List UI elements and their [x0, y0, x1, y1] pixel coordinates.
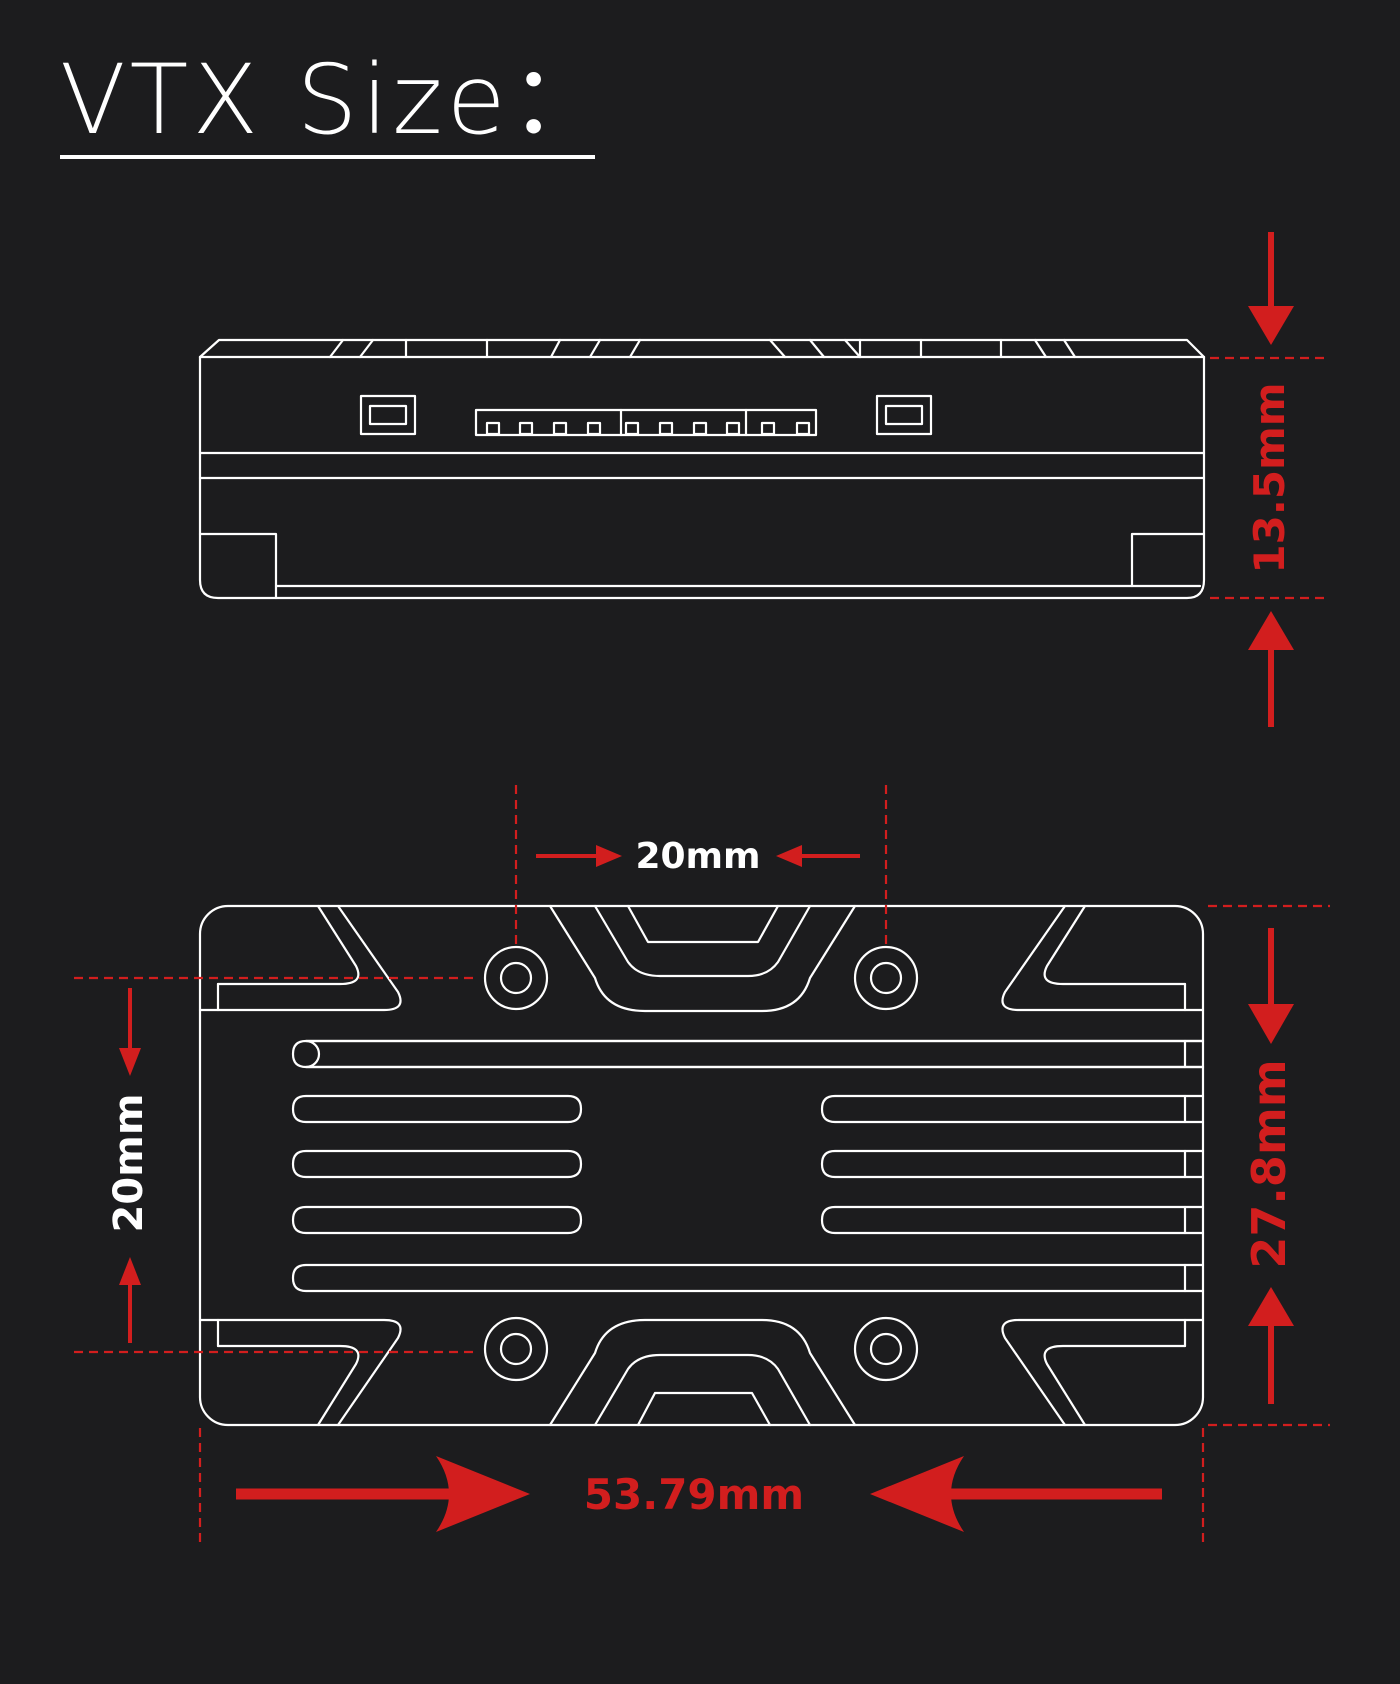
hole-spacing-horizontal-label: 20mm	[635, 836, 760, 877]
bottom-view	[198, 904, 1205, 1427]
height-dimension: 13.5mm	[1210, 232, 1330, 727]
mounting-hole-bottom-left	[483, 1316, 549, 1382]
width-dimension: 27.8mm	[1208, 904, 1330, 1427]
cooling-slots	[291, 1039, 1205, 1293]
side-view-top-ridges	[328, 338, 1077, 359]
side-view	[198, 338, 1206, 600]
height-label: 13.5mm	[1245, 382, 1294, 573]
connector-port-icon	[474, 408, 818, 437]
mounting-hole-top-right	[853, 945, 919, 1011]
length-label: 53.79mm	[584, 1470, 804, 1519]
bottom-view-outline	[198, 904, 1205, 1427]
hole-spacing-vertical-dimension: 20mm	[74, 976, 478, 1354]
hole-spacing-vertical-label: 20mm	[106, 1093, 152, 1232]
page-title: VTX Size：	[60, 44, 610, 156]
width-label: 27.8mm	[1242, 1059, 1296, 1268]
mounting-hole-top-left	[483, 945, 549, 1011]
hole-spacing-horizontal-dimension: 20mm	[514, 785, 888, 947]
left-button-icon	[359, 394, 417, 436]
mounting-hole-bottom-right	[853, 1316, 919, 1382]
side-view-right-foot	[1130, 532, 1206, 588]
title-underline	[60, 155, 595, 159]
length-dimension: 53.79mm	[198, 1428, 1205, 1548]
right-button-icon	[875, 394, 933, 436]
side-view-left-foot	[198, 532, 278, 600]
